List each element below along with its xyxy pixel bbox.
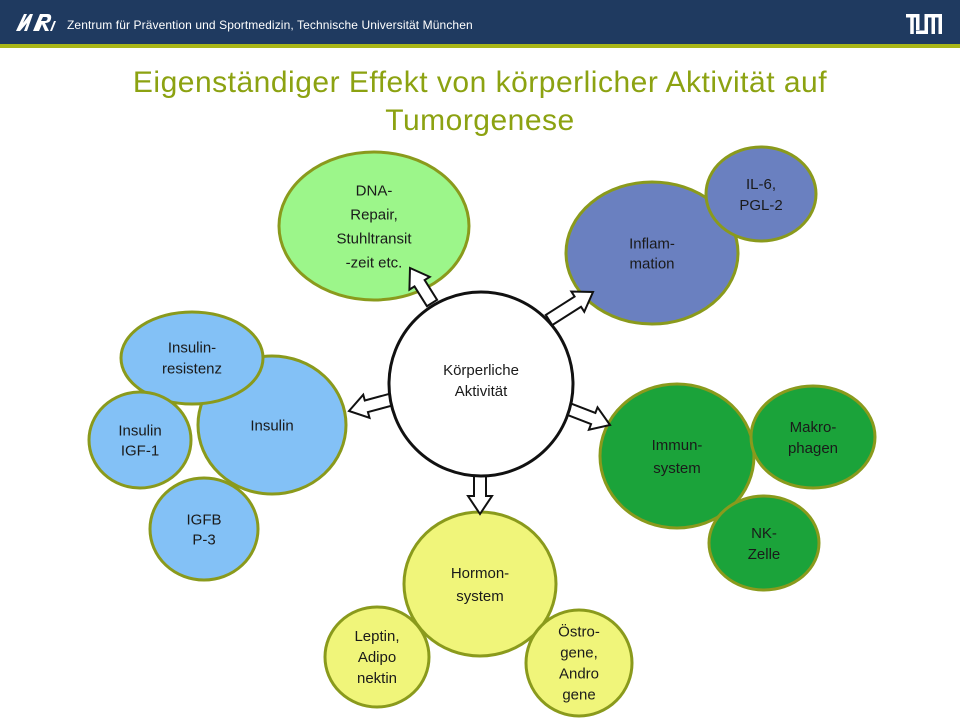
- arrow-to-dna: [408, 266, 439, 308]
- node-center-label: Körperliche: [443, 362, 519, 379]
- node-hormone-label: Hormon-: [451, 565, 509, 582]
- node-estrogen-label: Andro: [559, 665, 599, 682]
- node-il6-label: IL-6,: [746, 176, 776, 193]
- node-insulin-igf-label: IGF-1: [121, 442, 159, 459]
- node-estrogen-label: gene,: [560, 644, 598, 661]
- node-hormone-label: system: [456, 588, 504, 605]
- institute-logo-icon: [14, 11, 56, 38]
- node-inflammation-label: Inflam-: [629, 236, 675, 253]
- node-leptin-label: Adipo: [358, 649, 396, 666]
- institution-name: Zentrum für Prävention und Sportmedizin,…: [67, 18, 473, 32]
- node-dna-label: Repair,: [350, 207, 398, 224]
- node-igfbp-label: IGFB: [186, 511, 221, 528]
- node-immune: Immun-system: [598, 382, 756, 530]
- node-estrogen-label: Östro-: [558, 622, 600, 640]
- node-inflammation: Inflam-mation: [564, 180, 740, 326]
- node-center-label: Aktivität: [455, 383, 508, 400]
- node-insulin-resistance-label: Insulin-: [168, 339, 216, 356]
- node-il6: IL-6, PGL-2: [704, 145, 818, 243]
- node-leptin: Leptin, Adipo nektin: [323, 605, 431, 709]
- node-il6-label: PGL-2: [739, 197, 782, 214]
- node-dna: DNA- Repair, Stuhltransit -zeit etc.: [277, 150, 471, 302]
- slide-title: Eigenständiger Effekt von körperlicher A…: [132, 66, 828, 137]
- node-dna-label: Stuhltransit: [336, 231, 412, 248]
- node-immune-label: Immun-: [652, 437, 703, 454]
- node-nk: NK- Zelle: [707, 494, 821, 592]
- node-leptin-label: nektin: [357, 670, 397, 687]
- node-leptin-label: Leptin,: [354, 628, 399, 645]
- node-nk-label: Zelle: [748, 546, 781, 563]
- header-accent-rule: [0, 44, 960, 48]
- node-nk-label: NK-: [751, 525, 777, 542]
- node-inflammation-label: mation: [629, 256, 674, 273]
- node-macrophages: Makro-phagen: [749, 384, 877, 490]
- node-dna-label: -zeit etc.: [346, 255, 403, 272]
- node-insulin-igf-label: Insulin: [118, 422, 161, 439]
- node-igfbp: IGFB P-3: [148, 476, 260, 582]
- tum-logo-icon: [906, 14, 942, 39]
- node-igfbp-label: P-3: [192, 531, 215, 548]
- node-macrophages-label: Makro-: [790, 419, 837, 436]
- node-estrogen: Östro-gene, Andro gene: [524, 608, 634, 718]
- node-dna-label: DNA-: [356, 183, 393, 200]
- node-estrogen-label: gene: [562, 686, 595, 703]
- header-bar: Zentrum für Prävention und Sportmedizin,…: [0, 0, 960, 44]
- node-insulin-label: Insulin: [250, 418, 293, 435]
- node-macrophages-label: phagen: [788, 440, 838, 457]
- node-immune-label: system: [653, 460, 701, 477]
- arrow-to-inflammation: [544, 290, 595, 327]
- node-insulin-resistance-label: resistenz: [162, 360, 222, 377]
- node-insulin-resistance: Insulin-resistenz: [119, 310, 265, 406]
